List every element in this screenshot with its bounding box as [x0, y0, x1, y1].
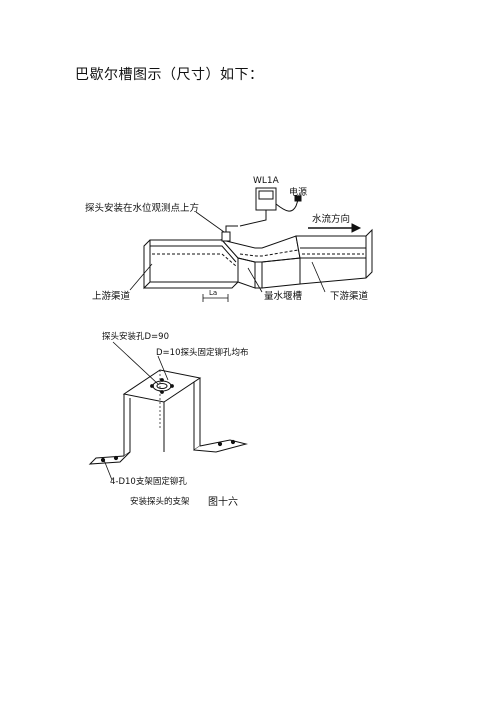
figure-caption: 安装探头的支架: [130, 496, 190, 507]
flume-diagram: [129, 187, 373, 302]
page-heading: 巴歇尔槽图示（尺寸）如下：: [75, 67, 264, 83]
downstream-label: 下游渠道: [330, 290, 369, 302]
probe-hole-label: 探头安装孔D=90: [102, 331, 169, 342]
upstream-channel: [149, 239, 239, 283]
upstream-label: 上游渠道: [92, 290, 131, 302]
flume-label: 量水堰槽: [264, 290, 303, 302]
bracket-left-foot: [88, 451, 131, 465]
bracket-diagram: [88, 341, 248, 481]
figure-number: 图十六: [208, 495, 238, 508]
downstream-channel: [295, 235, 367, 259]
power-cable: [275, 199, 299, 212]
probe-mount: [221, 231, 231, 242]
power-label: 电源: [289, 186, 307, 198]
device-label: WL1A: [253, 176, 280, 186]
bracket-left-leg: [123, 394, 131, 457]
flow-direction-label: 水流方向: [312, 213, 350, 225]
la-label: La: [209, 289, 217, 297]
bracket-holes-label: 4-D10支架固定铆孔: [110, 476, 187, 487]
bracket-top-plate: [122, 369, 202, 403]
probe-note: 探头安装在水位观测点上方: [85, 202, 199, 214]
fix-holes-label: D=10探头固定铆孔均布: [156, 347, 248, 358]
